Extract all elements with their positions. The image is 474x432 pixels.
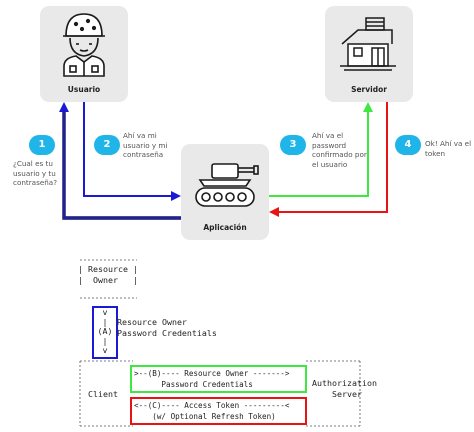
step-2-text: Ahí va mi usuario y mi contraseña [123, 131, 168, 159]
aplicacion-label: Aplicación [203, 223, 247, 232]
arrow-app-to-servidor [269, 102, 373, 197]
soldier-icon [63, 13, 105, 77]
arrow-a-highlight-box [92, 306, 118, 359]
tank-icon [195, 163, 259, 207]
servidor-label: Servidor [351, 85, 387, 94]
flow-b-text: >--(B)---- Resource Owner -------> Passw… [134, 369, 290, 389]
arrow-servidor-to-app [269, 102, 388, 217]
step-2-badge: 2 [94, 135, 120, 155]
flow-b-highlight-box [130, 365, 307, 393]
usuario-card [40, 6, 128, 102]
arrow-a: v | (A) | v [97, 307, 113, 356]
resource-owner-box: | Resource | | Owner | [78, 264, 138, 285]
step-1-badge: 1 [29, 135, 55, 155]
house-server-icon [340, 17, 396, 71]
ascii-frame [79, 259, 361, 427]
step-3-text: Ahí va el password confirmado por el usu… [312, 131, 367, 169]
client-label: Client [88, 389, 118, 399]
flow-c-text: <--(C)---- Access Token ---------< (w/ O… [134, 401, 290, 421]
step-4-text: Ok! Ahí va el token [425, 139, 472, 158]
usuario-label: Usuario [67, 85, 101, 94]
arrow-usuario-to-app [83, 102, 181, 201]
step-3-badge: 3 [280, 135, 306, 155]
step-1-text: ¿Cual es tu usuario y tu contraseña? [13, 159, 58, 187]
arrow-a-label: Resource Owner Password Credentials [117, 317, 217, 338]
authorization-server-label: Authorization Server [312, 378, 377, 399]
arrow-app-to-usuario [59, 102, 181, 220]
flow-c-highlight-box [130, 397, 307, 425]
step-4-badge: 4 [395, 135, 421, 155]
